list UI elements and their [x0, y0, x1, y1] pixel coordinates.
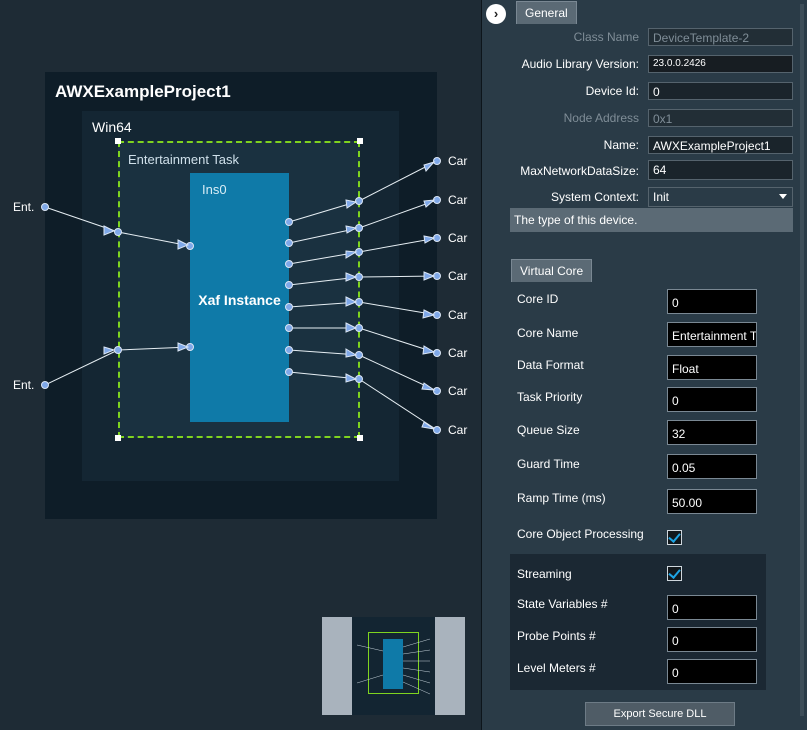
output-pin-label: Car: [448, 346, 468, 360]
property-description: The type of this device.: [510, 208, 793, 232]
ramp-time-label: Ramp Time (ms): [517, 491, 606, 505]
name-label: Name:: [603, 138, 639, 152]
core-object-processing-label: Core Object Processing: [517, 527, 644, 541]
minimap-task: [368, 632, 419, 694]
minimap[interactable]: [322, 617, 465, 715]
ramp-time-input[interactable]: 50.00: [667, 489, 757, 514]
minimap-instance: [383, 639, 403, 689]
output-pin-label: Car: [448, 384, 468, 398]
device-id-label: Device Id:: [585, 84, 639, 98]
guard-time-label: Guard Time: [517, 457, 580, 471]
output-pin-label: Car: [448, 193, 468, 207]
design-canvas[interactable]: AWXExampleProject1 Win64 Entertainment T…: [0, 0, 481, 730]
export-secure-dll-button[interactable]: Export Secure DLL: [585, 702, 735, 726]
queue-size-input[interactable]: 32: [667, 420, 757, 445]
task-priority-label: Task Priority: [517, 390, 583, 404]
queue-size-label: Queue Size: [517, 423, 580, 437]
resize-handle[interactable]: [357, 138, 363, 144]
instance-label: Xaf Instance: [198, 292, 281, 308]
input-pin-label: Ent.: [13, 378, 35, 392]
state-variables-input[interactable]: 0: [667, 595, 757, 620]
core-id-label: Core ID: [517, 292, 559, 306]
core-object-processing-checkbox[interactable]: [667, 530, 682, 545]
tab-virtual-core[interactable]: Virtual Core: [511, 259, 593, 282]
input-pin-label: Ent.: [13, 200, 35, 214]
output-pin-label: Car: [448, 231, 468, 245]
panel-scrollbar[interactable]: [800, 4, 804, 716]
tab-general[interactable]: General: [516, 1, 577, 24]
properties-panel: › General Class Name DeviceTemplate-2 Au…: [481, 0, 807, 730]
level-meters-label: Level Meters #: [517, 661, 596, 675]
data-format-label: Data Format: [517, 358, 584, 372]
output-pin-label: Car: [448, 269, 468, 283]
xaf-instance-block[interactable]: Ins0 Xaf Instance: [190, 173, 289, 422]
max-network-data-size-field[interactable]: 64: [648, 160, 793, 180]
output-pin-label: Car: [448, 308, 468, 322]
probe-points-label: Probe Points #: [517, 629, 596, 643]
probe-points-input[interactable]: 0: [667, 627, 757, 652]
name-field[interactable]: AWXExampleProject1: [648, 136, 793, 154]
instance-name: Ins0: [202, 182, 227, 197]
audio-library-version-label: Audio Library Version:: [521, 57, 639, 71]
minimap-viewport[interactable]: [352, 617, 435, 715]
guard-time-input[interactable]: 0.05: [667, 454, 757, 479]
audio-library-version-field: 23.0.0.2426: [648, 55, 793, 73]
output-pin-label: Car: [448, 154, 468, 168]
output-pin-label: Car: [448, 423, 468, 437]
core-name-label: Core Name: [517, 326, 579, 340]
data-format-input[interactable]: Float: [667, 355, 757, 380]
max-network-data-size-label: MaxNetworkDataSize:: [520, 164, 639, 178]
platform-label: Win64: [92, 119, 132, 135]
resize-handle[interactable]: [115, 435, 121, 441]
chevron-down-icon: [779, 194, 787, 199]
level-meters-input[interactable]: 0: [667, 659, 757, 684]
core-name-input[interactable]: Entertainment Ta: [667, 322, 757, 347]
task-label: Entertainment Task: [128, 152, 240, 167]
project-title: AWXExampleProject1: [55, 82, 231, 101]
system-context-dropdown[interactable]: Init: [648, 187, 793, 207]
resize-handle[interactable]: [115, 138, 121, 144]
node-address-field: 0x1: [648, 109, 793, 127]
core-id-input[interactable]: 0: [667, 289, 757, 314]
class-name-field: DeviceTemplate-2: [648, 28, 793, 46]
device-id-field[interactable]: 0: [648, 82, 793, 100]
resize-handle[interactable]: [357, 435, 363, 441]
minimap-wires: [356, 638, 431, 695]
wires-layer: [41, 157, 441, 434]
task-priority-input[interactable]: 0: [667, 387, 757, 412]
streaming-checkbox[interactable]: [667, 566, 682, 581]
node-address-label: Node Address: [563, 111, 639, 125]
system-context-value: Init: [653, 190, 670, 204]
system-context-label: System Context:: [550, 190, 639, 204]
chevron-right-icon[interactable]: ›: [486, 4, 506, 24]
state-variables-label: State Variables #: [517, 597, 608, 611]
class-name-label: Class Name: [573, 30, 639, 44]
streaming-label: Streaming: [517, 567, 572, 581]
